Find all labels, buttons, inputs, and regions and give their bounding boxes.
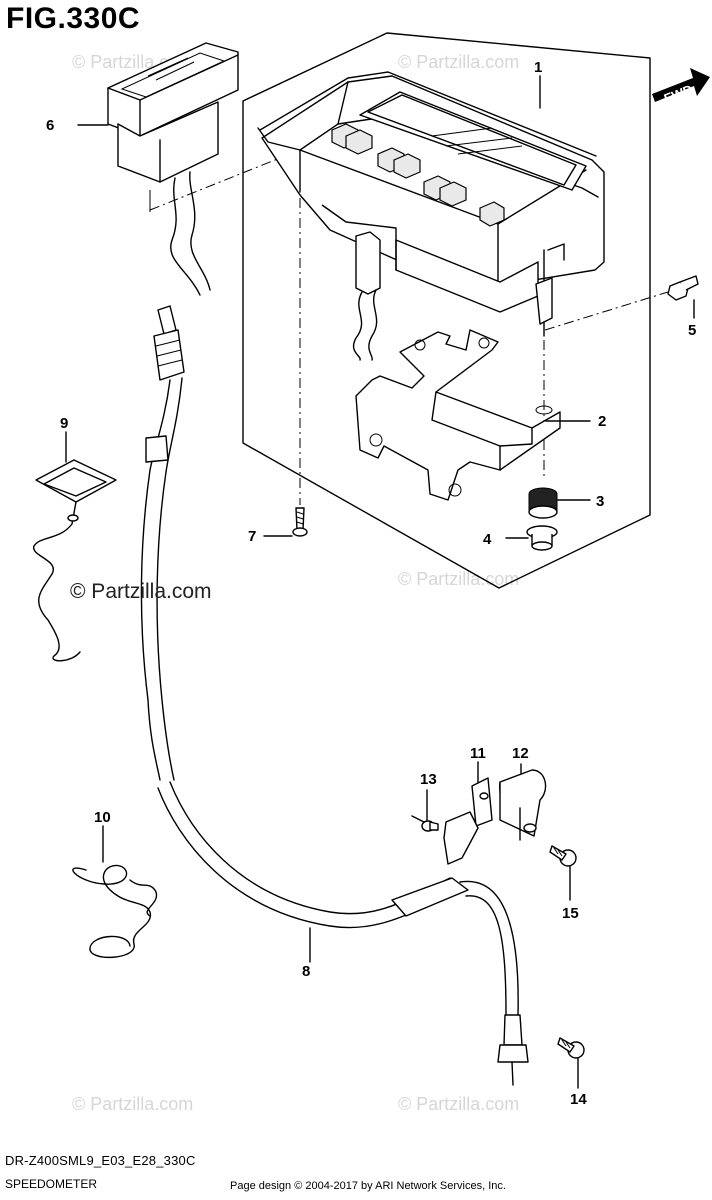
part-5-bolt <box>667 275 699 301</box>
part-14-screw <box>557 1037 585 1059</box>
part-15-screw <box>549 845 577 867</box>
part-7-screw <box>292 507 308 537</box>
callout-labels: 1 2 3 4 5 6 7 8 9 10 11 12 13 14 15 <box>46 59 696 1108</box>
callout-5: 5 <box>688 322 696 339</box>
callout-12: 12 <box>512 745 529 762</box>
callout-14: 14 <box>570 1091 587 1108</box>
part-6-meter-cover <box>107 42 301 296</box>
callout-13: 13 <box>420 771 437 788</box>
copyright-notice: Page design © 2004-2017 by ARI Network S… <box>230 1180 506 1192</box>
part-3-grommet <box>528 487 558 519</box>
part-8-speedometer-cable <box>140 305 529 1086</box>
callout-10: 10 <box>94 809 111 826</box>
section-name: SPEEDOMETER <box>5 1177 98 1191</box>
callout-11: 11 <box>470 745 486 762</box>
model-code: DR-Z400SML9_E03_E28_330C <box>5 1153 196 1168</box>
fwd-label: FWD <box>662 82 695 107</box>
watermark-text: © Partzilla.com <box>398 1094 519 1114</box>
part-12-cable-clamp <box>499 769 547 841</box>
leader-lines <box>65 75 695 1089</box>
callout-4: 4 <box>483 531 492 548</box>
part-10-wire-clip <box>72 864 158 959</box>
callout-9: 9 <box>60 415 68 432</box>
part-9-clamp <box>33 459 117 662</box>
watermark-text: © Partzilla.com <box>398 52 519 72</box>
part-1-speedometer-unit <box>257 71 605 361</box>
callout-8: 8 <box>302 963 310 980</box>
centerline <box>544 291 669 331</box>
callout-6: 6 <box>46 117 54 134</box>
watermark-text: © Partzilla.com <box>398 569 519 589</box>
part-2-meter-bracket <box>355 329 561 501</box>
callout-7: 7 <box>248 528 256 545</box>
callout-15: 15 <box>562 905 579 922</box>
fwd-arrow-icon: FWD <box>652 68 710 106</box>
part-11-bracket <box>443 777 493 865</box>
figure-title: FIG.330C <box>6 2 141 35</box>
watermark-text: © Partzilla.com <box>72 1094 193 1114</box>
callout-3: 3 <box>596 493 604 510</box>
part-4-nut <box>526 525 558 551</box>
assembly-outline <box>242 32 651 589</box>
meter-buttons <box>331 123 505 227</box>
part-13-rivet <box>411 815 439 832</box>
watermark-main: © Partzilla.com <box>70 580 212 603</box>
callout-1: 1 <box>534 59 542 76</box>
callout-2: 2 <box>598 413 606 430</box>
